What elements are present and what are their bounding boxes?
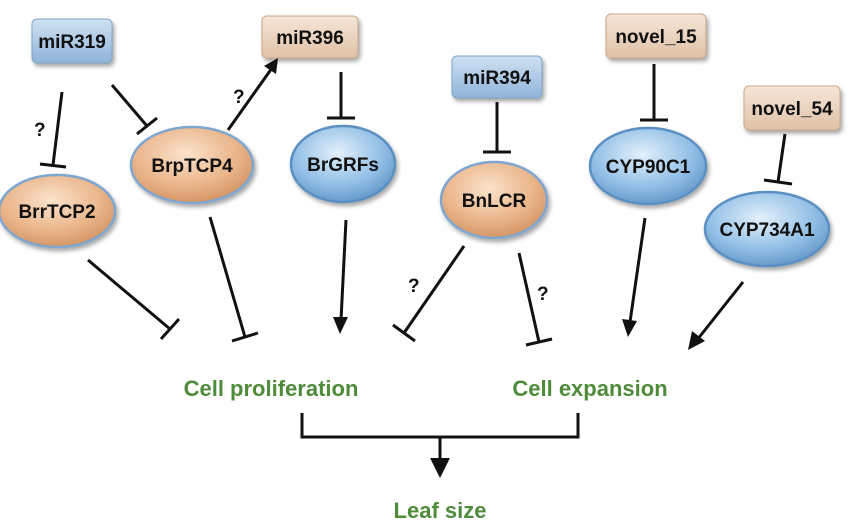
regulator-label: miR394 <box>463 68 531 89</box>
uncertain-mark: ? <box>34 120 46 141</box>
gene-label: BrrTCP2 <box>18 202 95 223</box>
regulator-novel54 <box>743 85 841 131</box>
regulator-mir319 <box>31 18 113 64</box>
edge-miR319-BrrTCP2: ? <box>34 91 67 169</box>
gene-label: BrGRFs <box>307 155 379 176</box>
outcome-cell-expansion: Cell expansion <box>512 376 667 401</box>
uncertain-mark: ? <box>233 87 245 108</box>
edge-BrrTCP2-proliferation <box>87 258 181 341</box>
gene-brgrfs <box>289 124 397 204</box>
edge-miR319-BrpTCP4 <box>110 84 158 136</box>
edge-novel15-CYP90C1 <box>640 64 668 122</box>
regulator-label: miR396 <box>276 28 344 49</box>
gene-label: BrpTCP4 <box>151 156 233 177</box>
outcome-leaf-size: Leaf size <box>394 498 487 523</box>
regulator-mir396 <box>261 15 359 59</box>
edge-CYP90C1-expansion <box>622 217 647 337</box>
gene-label: CYP90C1 <box>606 157 691 178</box>
uncertain-mark: ? <box>408 276 420 297</box>
edge-BnLCR-proliferation: ? <box>392 245 466 343</box>
gene-bnlcr <box>439 160 549 240</box>
uncertain-mark: ? <box>537 284 549 305</box>
gene-brrtcp2 <box>0 173 117 249</box>
regulator-label: miR319 <box>38 32 106 53</box>
outcome-cell-proliferation: Cell proliferation <box>184 376 359 401</box>
regulator-mir394 <box>451 55 543 99</box>
edge-BrGRFs-proliferation <box>333 219 348 334</box>
edge-outcomes-leafsize <box>300 413 580 478</box>
edges: ? ? <box>34 58 793 478</box>
regulator-novel15 <box>605 13 707 59</box>
regulator-label: novel_54 <box>751 99 833 120</box>
gene-label: BnLCR <box>462 191 527 212</box>
edge-BrpTCP4-proliferation <box>208 216 259 343</box>
gene-cyp734a1 <box>703 190 831 268</box>
edge-novel54-CYP734A1 <box>763 133 793 186</box>
edge-miR396-BrGRFs <box>327 72 355 120</box>
edge-BnLCR-expansion: ? <box>517 252 553 347</box>
edge-miR394-BnLCR <box>483 102 511 154</box>
edge-CYP734A1-expansion <box>688 281 745 350</box>
gene-cyp90c1 <box>588 126 708 206</box>
gene-brptcp4 <box>129 125 255 205</box>
regulator-label: novel_15 <box>615 27 697 48</box>
gene-label: CYP734A1 <box>719 220 814 241</box>
edge-BrpTCP4-miR396: ? <box>226 58 278 131</box>
